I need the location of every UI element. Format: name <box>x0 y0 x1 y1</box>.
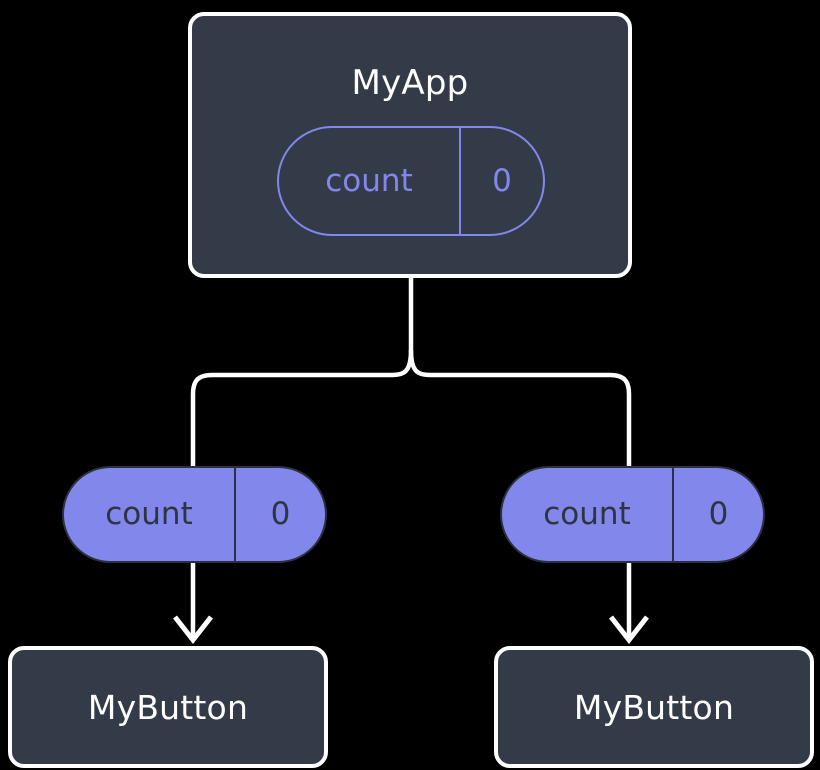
state-pill-value: 0 <box>492 162 512 199</box>
prop-pill-key: count <box>502 468 674 561</box>
branch-right-connector <box>408 349 632 466</box>
state-pill-myapp[interactable]: count 0 <box>277 126 545 236</box>
state-pill-key: count <box>279 128 461 234</box>
prop-pill-left[interactable]: count 0 <box>62 466 327 563</box>
node-mybutton-left[interactable]: MyButton <box>8 646 328 768</box>
branch-left-connector <box>190 349 414 466</box>
prop-pill-value: 0 <box>708 496 729 532</box>
prop-pill-value: 0 <box>270 496 291 532</box>
node-myapp-label: MyApp <box>351 63 469 103</box>
node-mybutton-label: MyButton <box>573 687 735 727</box>
arrow-down-icon <box>173 615 213 645</box>
node-mybutton-right[interactable]: MyButton <box>494 646 814 768</box>
prop-pill-key: count <box>64 468 236 561</box>
node-mybutton-label: MyButton <box>87 687 249 727</box>
prop-pill-right[interactable]: count 0 <box>500 466 765 563</box>
arrow-down-icon <box>609 615 649 645</box>
